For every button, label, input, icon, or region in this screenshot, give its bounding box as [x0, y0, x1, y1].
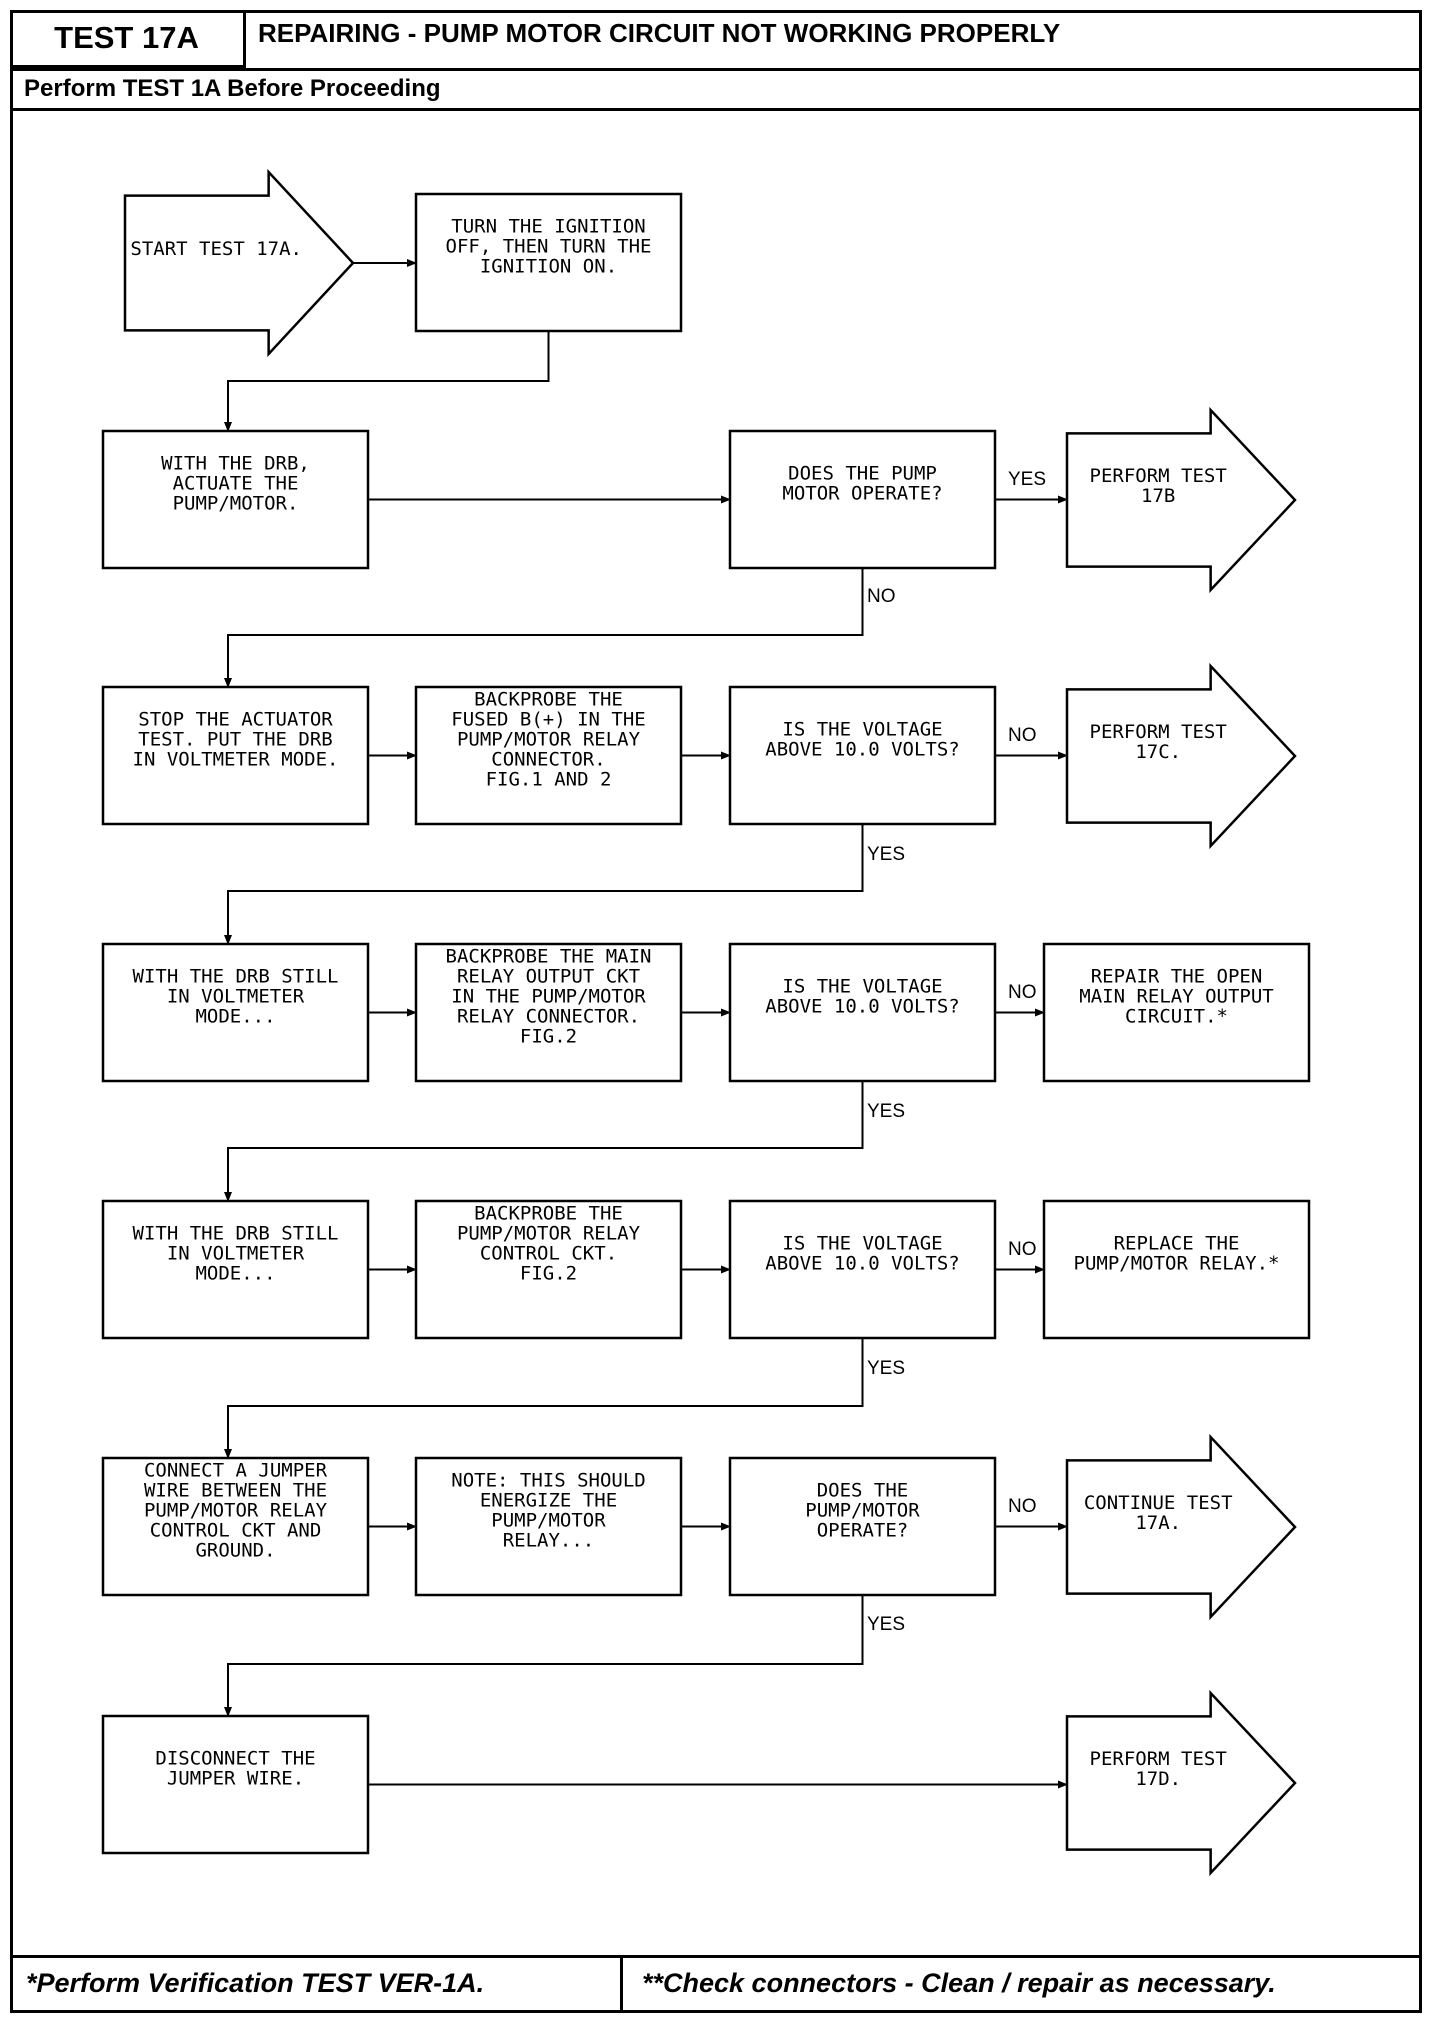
connector-note: **Check connectors - Clean / repair as n… [642, 1968, 1276, 1998]
connect-jumper-shape [101, 1456, 370, 1597]
flow-connector [224, 824, 864, 945]
header-divider-bottom [10, 108, 1422, 111]
yes-label: YES [867, 1101, 905, 1122]
q-volt2-shape [728, 942, 997, 1083]
backprobe-fused-shape [414, 685, 683, 826]
page-title: REPAIRING - PUMP MOTOR CIRCUIT NOT WORKI… [258, 18, 1061, 48]
backprobe-main-shape [414, 942, 683, 1083]
flow-connector [224, 568, 864, 688]
q-volt3-shape [728, 1199, 997, 1340]
actuate-shape [101, 429, 370, 570]
flow-connector [224, 1338, 864, 1459]
footer-separator [620, 1955, 623, 2013]
test-17c-shape [1065, 662, 1297, 850]
flow-connector [224, 331, 550, 432]
backprobe-control-shape [414, 1199, 683, 1340]
no-label: NO [1008, 725, 1037, 746]
no-label: NO [1008, 1496, 1037, 1517]
test-id: TEST 17A [10, 10, 246, 68]
yes-label: YES [867, 1614, 905, 1635]
flow-connector [224, 1081, 864, 1202]
continue-17a-shape [1065, 1433, 1297, 1621]
q-pump-operate-shape [728, 1456, 997, 1597]
no-label: NO [1008, 982, 1037, 1003]
q-operate-shape [728, 429, 997, 570]
drb-still-2-shape [101, 1199, 370, 1340]
test-17b-shape [1065, 406, 1297, 594]
drb-still-1-shape [101, 942, 370, 1083]
q-volt1-shape [728, 685, 997, 826]
start-text: START TEST 17A. [130, 238, 302, 260]
test-17d-shape [1065, 1689, 1297, 1877]
flow-connector [224, 1595, 864, 1717]
no-label: NO [867, 586, 896, 607]
start-shape [123, 168, 355, 358]
replace-relay-shape [1042, 1199, 1311, 1340]
disconnect-shape [101, 1714, 370, 1855]
verification-note: *Perform Verification TEST VER-1A. [26, 1968, 485, 1998]
yes-label: YES [867, 844, 905, 865]
footer-divider [10, 1955, 1422, 1958]
prerequisite-note: Perform TEST 1A Before Proceeding [24, 75, 441, 102]
no-label: NO [1008, 1239, 1037, 1260]
stop-actuator-shape [101, 685, 370, 826]
yes-label: YES [867, 1358, 905, 1379]
note-shape [414, 1456, 683, 1597]
repair-open-shape [1042, 942, 1311, 1083]
ignition-shape [414, 192, 683, 333]
page-frame [10, 10, 1422, 2013]
header-divider [10, 68, 1422, 71]
yes-label: YES [1008, 469, 1046, 490]
